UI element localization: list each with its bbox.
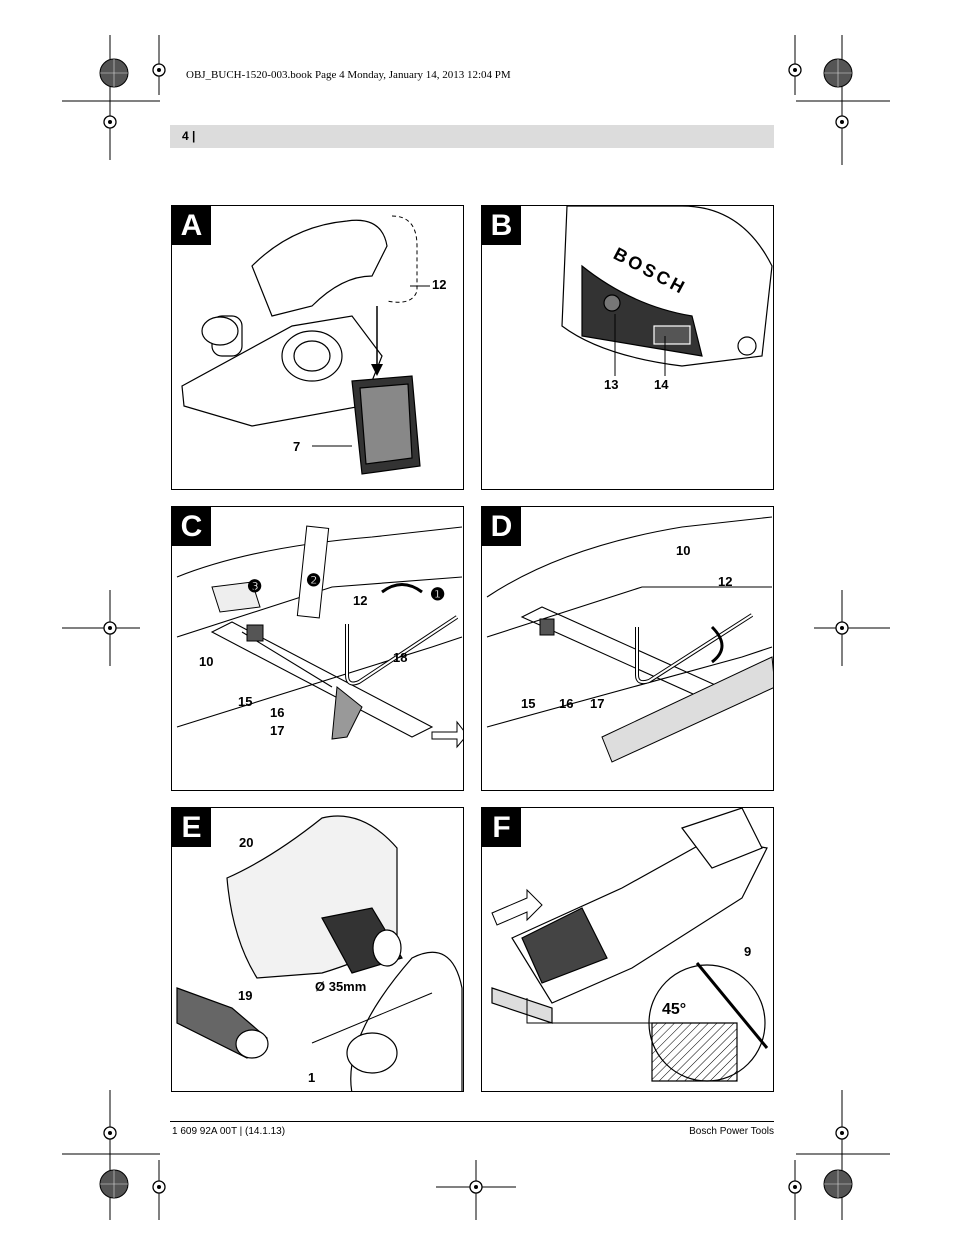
figure-panel-a: A 12 7	[171, 205, 464, 490]
step-1-marker: ❶	[430, 585, 446, 604]
callout-13: 13	[604, 377, 619, 392]
figure-panel-b: B BOSCH 13 14	[481, 205, 774, 490]
panel-letter-b: B	[482, 206, 521, 245]
footer-brand: Bosch Power Tools	[689, 1126, 774, 1137]
callout-15: 15	[521, 696, 536, 711]
callout-10: 10	[676, 543, 691, 558]
callout-12: 12	[432, 277, 447, 292]
footer-rule	[170, 1121, 774, 1122]
blade-removal-illustration	[176, 525, 463, 749]
callout-19: 19	[238, 988, 253, 1003]
callout-16: 16	[270, 705, 285, 720]
panel-letter-c: C	[172, 507, 211, 546]
figure-panel-c: C ❶ ❷ ❸ 12 10 18 15 16 17	[171, 506, 464, 791]
dust-extraction-illustration	[176, 815, 463, 1091]
figure-panel-d: D 10 12 15 16 17	[481, 506, 774, 791]
callout-16: 16	[559, 696, 574, 711]
callout-7: 7	[293, 439, 301, 454]
panel-letter-a: A	[172, 206, 211, 245]
callout-18: 18	[393, 650, 408, 665]
blade-alignment-illustration	[486, 516, 773, 763]
callout-17: 17	[590, 696, 605, 711]
figure-panel-f: F 9 45°	[481, 807, 774, 1092]
figure-panel-e: E 20 19 1 Ø 35mm	[171, 807, 464, 1092]
panel-letter-f: F	[482, 808, 521, 847]
callout-12: 12	[353, 593, 368, 608]
battery-indicator-illustration	[561, 206, 773, 376]
callout-10: 10	[199, 654, 214, 669]
step-3-marker: ❸	[247, 577, 263, 596]
chamfer-groove-illustration	[491, 808, 769, 1082]
callout-1: 1	[308, 1070, 316, 1085]
callout-15: 15	[238, 694, 253, 709]
callout-17: 17	[270, 723, 285, 738]
page-header-bar	[170, 125, 774, 148]
footer-doc-number: 1 609 92A 00T | (14.1.13)	[172, 1126, 286, 1137]
panel-letter-d: D	[482, 507, 521, 546]
step-2-marker: ❷	[306, 571, 322, 590]
page-number: 4 |	[182, 129, 196, 143]
diameter-label: Ø 35mm	[315, 979, 367, 994]
callout-20: 20	[239, 835, 254, 850]
callout-14: 14	[654, 377, 669, 392]
planer-battery-illustration	[181, 215, 430, 475]
angle-label: 45°	[662, 1001, 687, 1018]
panel-letter-e: E	[172, 808, 211, 847]
print-info-line: OBJ_BUCH-1520-003.book Page 4 Monday, Ja…	[186, 69, 511, 81]
callout-12: 12	[718, 574, 733, 589]
callout-9: 9	[744, 944, 752, 959]
